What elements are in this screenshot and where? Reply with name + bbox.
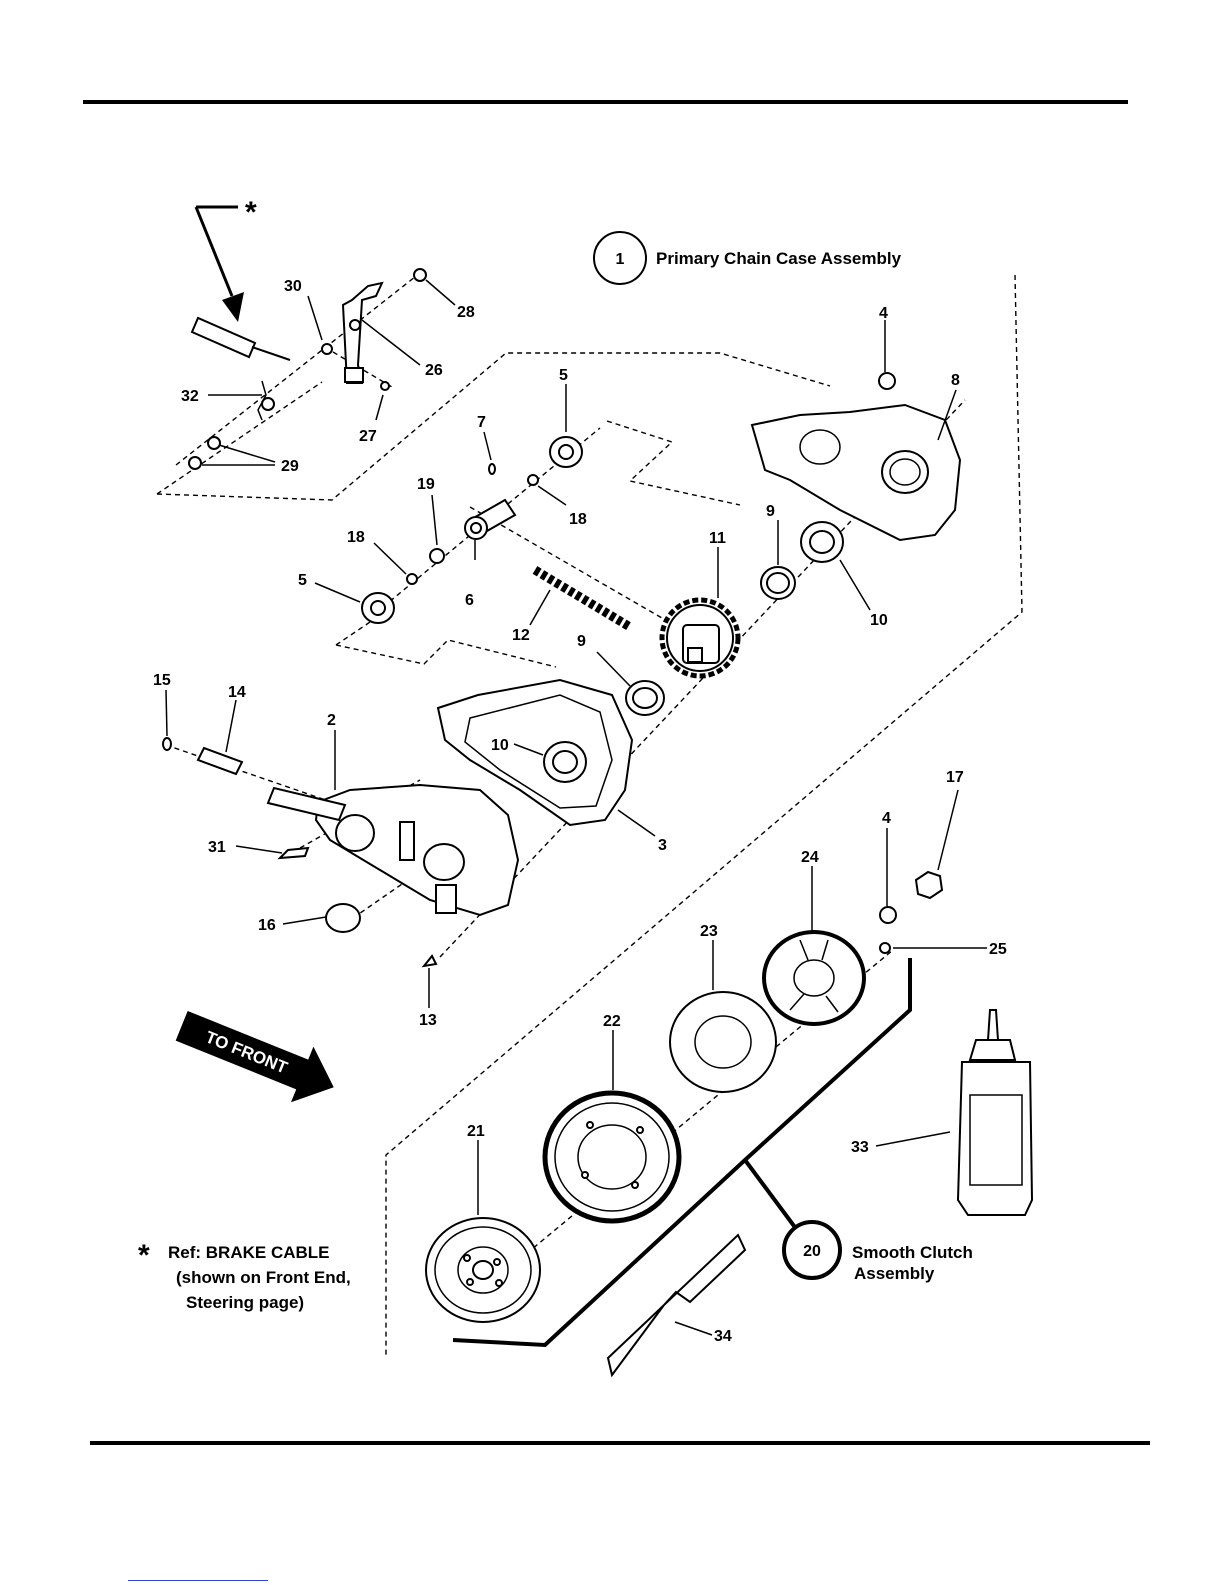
brake-cable-reference-note: * Ref: BRAKE CABLE (shown on Front End, …	[138, 1239, 351, 1312]
callout-1-label: Primary Chain Case Assembly	[656, 249, 902, 268]
label-10-upper: 10	[870, 612, 888, 629]
label-12: 12	[512, 627, 530, 644]
label-18-lower: 18	[347, 529, 365, 546]
part-33-lubricant-bottle	[958, 1010, 1032, 1215]
label-21: 21	[467, 1123, 485, 1140]
label-4-lower: 4	[882, 810, 891, 827]
part-5-bearing-upper	[550, 437, 582, 467]
label-4-upper: 4	[879, 305, 888, 322]
label-24: 24	[801, 849, 819, 866]
part-30-nut	[322, 344, 332, 354]
part-18-ring-upper	[528, 475, 538, 485]
part-12-chain	[535, 570, 630, 627]
note-line-1: Ref: BRAKE CABLE	[168, 1243, 330, 1262]
to-front-arrow: TO FRONT	[170, 998, 345, 1115]
part-6-jackshaft-sprocket	[465, 500, 515, 539]
brake-cable-end	[192, 318, 290, 360]
asterisk-reference-arrow: *	[196, 196, 257, 322]
label-6: 6	[465, 592, 474, 609]
label-31: 31	[208, 839, 226, 856]
part-23-friction-disc	[670, 992, 776, 1092]
part-15-retaining-ring	[163, 738, 171, 750]
label-22: 22	[603, 1013, 621, 1030]
part-26-brake-lever	[343, 283, 382, 383]
part-4-washer-upper	[879, 373, 895, 389]
label-17: 17	[946, 769, 964, 786]
label-30: 30	[284, 278, 302, 295]
part-11-sprocket	[662, 600, 738, 676]
part-34-adjustment-tool	[608, 1235, 745, 1375]
part-22-clutch-drum	[545, 1093, 679, 1221]
part-17-nut	[916, 872, 942, 898]
note-line-2: (shown on Front End,	[176, 1268, 351, 1287]
part-32-clip-eye	[262, 398, 274, 410]
callout-primary-assembly: 1 Primary Chain Case Assembly	[594, 232, 902, 284]
part-29-washer-a	[208, 437, 220, 449]
label-10-lower: 10	[491, 737, 509, 754]
asterisk-mark: *	[245, 196, 257, 229]
part-4-washer-lower	[880, 907, 896, 923]
label-16: 16	[258, 917, 276, 934]
label-2: 2	[327, 712, 336, 729]
part-25-nut	[880, 943, 890, 953]
brake-group-boundary	[157, 353, 830, 500]
part-8-chain-case-cover	[752, 405, 960, 540]
label-33: 33	[851, 1139, 869, 1156]
part-29-washer-b	[189, 457, 201, 469]
label-19: 19	[417, 476, 435, 493]
part-10-seal-lower	[544, 742, 586, 782]
callout-20-number: 20	[803, 1243, 821, 1260]
part-9-bushing-lower	[626, 681, 664, 715]
callout-20-label-line2: Assembly	[854, 1264, 935, 1283]
part-28-nut	[414, 269, 426, 281]
part-24-pressure-plate	[764, 932, 864, 1024]
part-27-pin	[381, 382, 389, 390]
label-14: 14	[228, 684, 246, 701]
label-3: 3	[658, 837, 667, 854]
label-26: 26	[425, 362, 443, 379]
label-25: 25	[989, 941, 1007, 958]
label-8: 8	[951, 372, 960, 389]
part-18-ring-lower	[407, 574, 417, 584]
part-5-bearing-lower	[362, 593, 394, 623]
callout-1-number: 1	[616, 251, 625, 268]
part-7-key	[489, 464, 495, 474]
callout-20-label-line1: Smooth Clutch	[852, 1243, 973, 1262]
label-18-upper: 18	[569, 511, 587, 528]
callout-clutch-assembly: 20 Smooth Clutch Assembly	[784, 1222, 973, 1283]
jackshaft-group-boundary	[336, 640, 556, 667]
label-29: 29	[281, 458, 299, 475]
label-11: 11	[709, 530, 726, 547]
label-5-upper: 5	[559, 367, 568, 384]
label-32: 32	[181, 388, 199, 405]
part-31-bolt	[280, 848, 308, 858]
part-9-bushing-upper	[761, 567, 795, 599]
label-34: 34	[714, 1328, 732, 1345]
label-5-lower: 5	[298, 572, 307, 589]
part-19-ring	[430, 549, 444, 563]
label-13: 13	[419, 1012, 437, 1029]
label-27: 27	[359, 428, 377, 445]
label-23: 23	[700, 923, 718, 940]
label-7: 7	[477, 414, 486, 431]
part-10-seal-upper	[801, 522, 843, 562]
label-15: 15	[153, 672, 171, 689]
label-9-upper: 9	[766, 503, 775, 520]
part-21-pulley	[426, 1218, 540, 1322]
footer-link-underline	[128, 1580, 268, 1581]
label-28: 28	[457, 304, 475, 321]
part-16-plug	[326, 904, 360, 932]
jackshaft-group-boundary-right	[607, 421, 740, 505]
note-asterisk: *	[138, 1239, 150, 1272]
header-rule	[83, 100, 1128, 104]
footer-rule	[90, 1441, 1150, 1445]
note-line-3: Steering page)	[186, 1293, 304, 1312]
part-13-screw	[424, 956, 436, 966]
part-2-chain-case-half	[316, 785, 518, 915]
part-14-sleeve	[198, 748, 242, 774]
label-9-lower: 9	[577, 633, 586, 650]
